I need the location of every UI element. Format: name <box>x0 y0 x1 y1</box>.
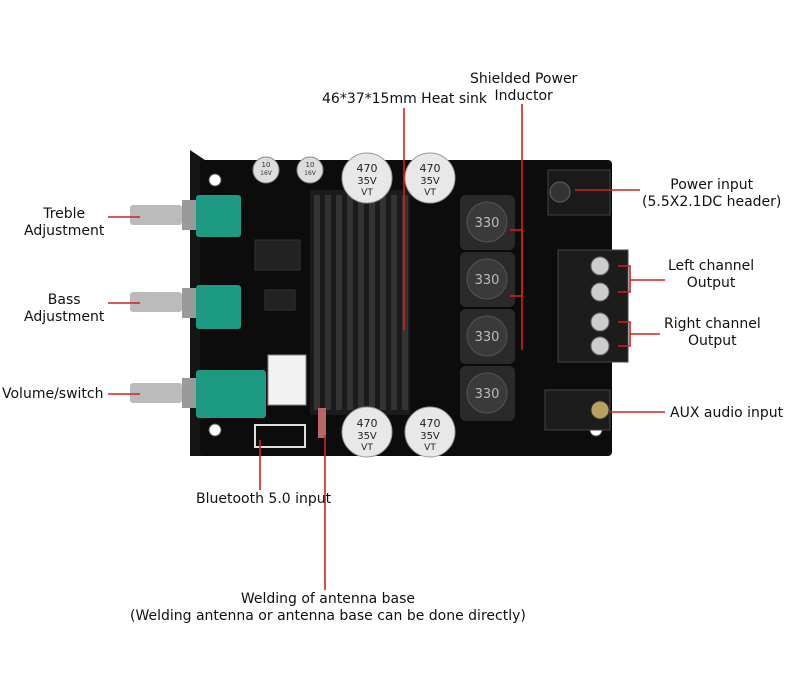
heat-sink-fin <box>391 195 397 410</box>
leader-lines <box>108 104 665 590</box>
antenna-pad <box>318 408 326 438</box>
capacitor-top-2: 470 35V VT <box>404 152 456 204</box>
terminal-screw <box>590 256 610 276</box>
speaker-terminal-block <box>557 249 629 363</box>
heat-sink-fin <box>325 195 331 410</box>
capacitor-bottom-2: 470 35V VT <box>404 406 456 458</box>
terminal-screw <box>590 336 610 356</box>
svg-text:10: 10 <box>262 161 271 169</box>
svg-text:470: 470 <box>420 417 441 430</box>
inductor-4: 330 <box>460 366 515 421</box>
volume-potentiometer <box>130 370 266 418</box>
aux-jack <box>544 389 611 431</box>
ic-chip <box>254 239 301 271</box>
treble-potentiometer <box>130 195 241 237</box>
terminal-screw <box>590 282 610 302</box>
ic-chip <box>264 289 296 311</box>
svg-text:470: 470 <box>357 417 378 430</box>
capacitor-top-1: 470 35V VT <box>341 152 393 204</box>
svg-text:35V: 35V <box>420 431 440 442</box>
mount-hole <box>208 423 222 437</box>
heat-sink <box>310 190 410 415</box>
heat-sink-fin <box>347 195 353 410</box>
bluetooth-module <box>267 354 307 406</box>
label-volume: Volume/switch <box>2 386 104 402</box>
svg-text:470: 470 <box>357 162 378 175</box>
bluetooth-antenna-trace <box>254 424 306 448</box>
svg-text:470: 470 <box>420 162 441 175</box>
heat-sink-fin <box>380 195 386 410</box>
svg-text:330: 330 <box>475 387 500 402</box>
svg-text:16V: 16V <box>260 170 273 177</box>
heat-sink-fin <box>402 195 408 410</box>
svg-text:VT: VT <box>424 188 436 198</box>
svg-text:16V: 16V <box>304 170 317 177</box>
svg-text:330: 330 <box>475 330 500 345</box>
inductor-3: 330 <box>460 309 515 364</box>
label-power-input: Power input(5.5X2.1DC header) <box>642 177 782 210</box>
svg-text:35V: 35V <box>357 176 377 187</box>
dc-power-jack <box>547 169 611 216</box>
svg-text:330: 330 <box>475 216 500 231</box>
svg-text:330: 330 <box>475 273 500 288</box>
label-heat-sink: 46*37*15mm Heat sink <box>322 91 487 107</box>
svg-text:35V: 35V <box>420 176 440 187</box>
label-aux-input: AUX audio input <box>670 405 784 421</box>
terminal-screw <box>590 312 610 332</box>
mount-hole <box>208 173 222 187</box>
label-antenna-base: Welding of antenna base(Welding antenna … <box>130 591 526 624</box>
svg-text:VT: VT <box>424 443 436 453</box>
small-capacitor-1: 10 16V <box>252 156 280 184</box>
svg-text:VT: VT <box>361 188 373 198</box>
inductor-2: 330 <box>460 252 515 307</box>
capacitor-bottom-1: 470 35V VT <box>341 406 393 458</box>
inductor-1: 330 <box>460 195 515 250</box>
svg-text:10: 10 <box>306 161 315 169</box>
heat-sink-fin <box>358 195 364 410</box>
bass-potentiometer <box>130 285 241 329</box>
heat-sink-fin <box>369 195 375 410</box>
small-capacitor-2: 10 16V <box>296 156 324 184</box>
svg-text:35V: 35V <box>357 431 377 442</box>
heat-sink-fin <box>336 195 342 410</box>
heat-sink-fin <box>314 195 320 410</box>
label-bluetooth: Bluetooth 5.0 input <box>196 491 332 507</box>
svg-text:VT: VT <box>361 443 373 453</box>
